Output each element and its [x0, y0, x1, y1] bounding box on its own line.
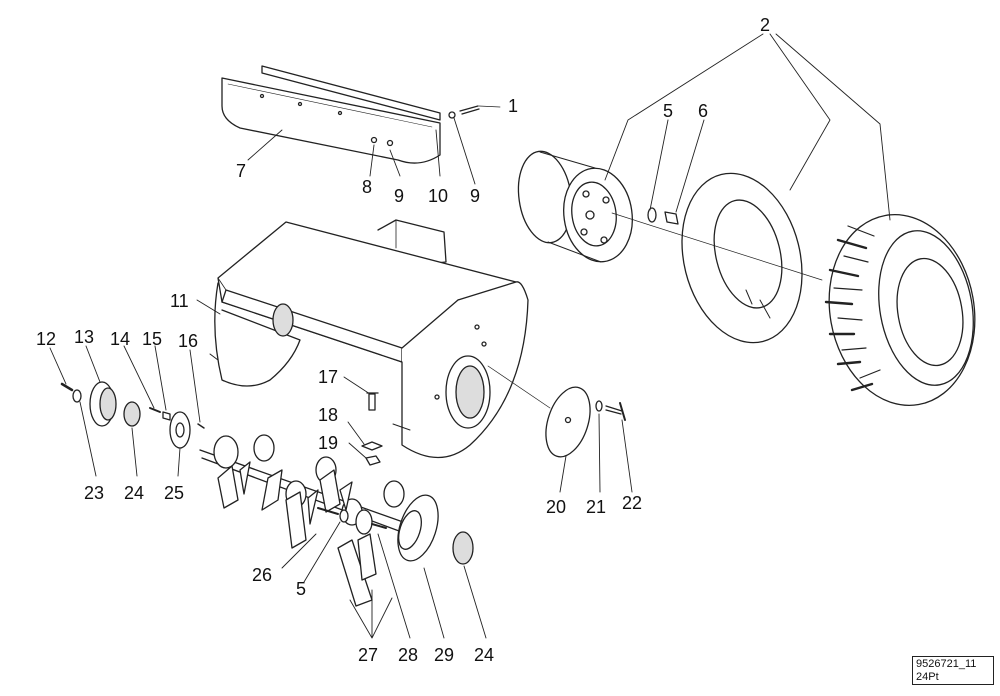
wheel-axis-line	[611, 212, 823, 281]
callout-22: 22	[622, 493, 643, 513]
drum-part-29	[397, 494, 439, 562]
callout-2: 2	[760, 15, 771, 35]
tire-part-2	[824, 213, 976, 407]
callout-5-wheel: 5	[663, 101, 674, 121]
bolt-part-17	[366, 392, 379, 411]
nut-part-28	[355, 509, 387, 535]
callout-21: 21	[586, 497, 607, 517]
callout-14: 14	[110, 329, 131, 349]
callout-18: 18	[318, 405, 339, 425]
washer-part-18	[361, 441, 383, 451]
washer-part-5	[647, 207, 657, 223]
tiller-housing-part-11	[209, 219, 529, 458]
screw-part-22	[605, 402, 626, 421]
callout-27: 27	[358, 645, 379, 665]
callout-11: 11	[170, 291, 189, 311]
rubber-flap-part-7	[221, 77, 441, 164]
callout-6: 6	[698, 101, 709, 121]
callout-10: 10	[428, 186, 449, 206]
bolt-part-12	[60, 382, 74, 392]
callout-15: 15	[142, 329, 163, 349]
callout-9-strip: 9	[470, 186, 481, 206]
callout-29: 29	[434, 645, 455, 665]
bearing-part-24b	[452, 531, 474, 565]
bolt-part-26	[317, 507, 339, 515]
screw-part-14	[149, 407, 161, 413]
bearing-part-24	[123, 401, 141, 427]
callout-23: 23	[84, 483, 105, 503]
nut-part-19	[365, 455, 381, 466]
screw-part-1	[448, 105, 501, 119]
callout-19: 19	[318, 433, 339, 453]
callout-25: 25	[164, 483, 185, 503]
callout-16: 16	[178, 331, 199, 351]
axis-line	[487, 365, 551, 409]
callout-12: 12	[36, 329, 57, 349]
reference-note: 24Pt	[916, 671, 939, 683]
callout-7: 7	[236, 161, 247, 181]
callout-24-right: 24	[474, 645, 495, 665]
spacer-part-25	[169, 411, 191, 449]
callout-1: 1	[508, 96, 519, 116]
reference-box: 9526721_11 24Pt	[912, 656, 994, 685]
callout-5-shaft: 5	[296, 579, 307, 599]
callout-13: 13	[74, 327, 95, 347]
cover-plate-part-20	[545, 386, 591, 458]
tine-shaft	[199, 434, 421, 539]
spring-washer-part-5	[339, 509, 349, 523]
pulley-part-13	[89, 381, 117, 427]
inner-tube-part-2	[681, 172, 803, 344]
callout-24-left: 24	[124, 483, 145, 503]
nut-part-6	[664, 211, 679, 225]
tines-part-27	[217, 461, 377, 607]
callout-8: 8	[362, 177, 373, 197]
reference-code: 9526721_11	[916, 658, 977, 670]
washer-part-23	[72, 389, 82, 403]
pin-part-16	[197, 423, 205, 429]
leader-lines	[49, 33, 891, 639]
callout-28: 28	[398, 645, 419, 665]
mounting-strip-part-10	[261, 65, 441, 121]
callout-20: 20	[546, 497, 567, 517]
washer-part-21	[595, 400, 603, 412]
callout-9-flap: 9	[394, 186, 405, 206]
callout-26: 26	[252, 565, 273, 585]
callout-17: 17	[318, 367, 339, 387]
wheel-rim-part-2	[517, 150, 633, 263]
nut-part-15	[162, 411, 171, 421]
